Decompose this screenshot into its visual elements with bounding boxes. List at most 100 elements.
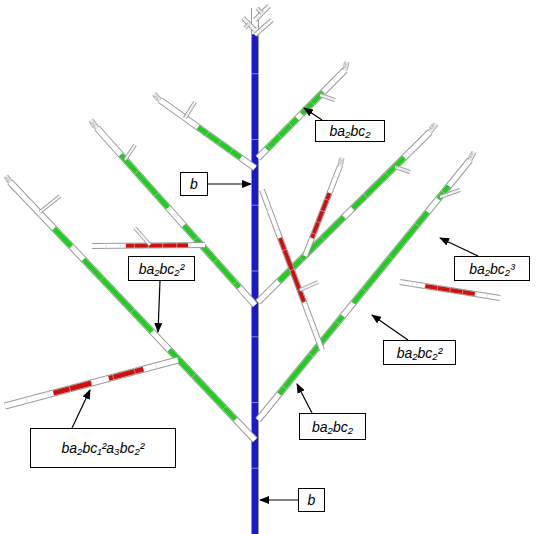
branch-segment — [338, 160, 341, 163]
internode-tick — [430, 125, 432, 128]
internode-tick — [361, 288, 366, 292]
internode-tick — [250, 25, 254, 29]
internode-tick — [333, 176, 339, 178]
internode-tick — [41, 208, 43, 211]
callout-label: ba₂bc₂² — [397, 346, 443, 360]
internode-tick — [258, 9, 261, 12]
internode-tick — [343, 64, 345, 68]
internode-tick — [324, 199, 330, 201]
internode-tick — [130, 150, 133, 152]
branch-outline — [338, 159, 341, 164]
internode-tick — [327, 96, 328, 100]
internode-tick — [132, 146, 135, 148]
internode-tick — [137, 231, 140, 234]
branch-segment — [320, 95, 335, 100]
internode-tick — [313, 282, 315, 286]
internode-tick — [90, 120, 94, 123]
callout-box: ba₂bc₂² — [383, 340, 456, 365]
internode-tick — [469, 153, 471, 157]
internode-tick — [407, 169, 408, 173]
internode-tick — [338, 164, 343, 165]
branch-outline — [160, 100, 255, 168]
internode-tick — [134, 170, 139, 175]
internode-tick — [267, 209, 273, 211]
branch-segment — [185, 102, 195, 118]
internode-tick — [325, 95, 326, 99]
branch-growth-unit — [198, 127, 241, 158]
internode-tick — [243, 18, 247, 22]
internode-tick — [429, 130, 433, 133]
callout-label: ba₂bc₂³ — [469, 262, 515, 276]
internode-tick — [339, 160, 341, 164]
branch-segment — [245, 24, 249, 28]
internode-tick — [91, 380, 93, 387]
internode-tick — [335, 320, 340, 324]
internode-tick — [344, 64, 346, 68]
branch-segment — [258, 132, 430, 302]
internode-tick — [94, 126, 98, 129]
internode-tick — [274, 229, 280, 231]
internode-tick — [241, 157, 245, 163]
branch-segment — [135, 228, 150, 245]
internode-tick — [193, 236, 198, 241]
callout-label: b — [190, 177, 198, 191]
leader-line — [158, 281, 160, 332]
internode-tick — [343, 63, 345, 67]
branch-growth-unit — [353, 212, 427, 303]
internode-tick — [343, 64, 345, 68]
internode-tick — [147, 242, 150, 245]
internode-tick — [139, 233, 142, 236]
internode-tick — [49, 202, 51, 205]
internode-tick — [170, 106, 174, 112]
branch-growth-unit — [280, 238, 304, 302]
internode-tick — [256, 7, 259, 10]
internode-tick — [312, 329, 318, 331]
branch-segment — [40, 196, 60, 212]
branch-outline — [258, 132, 430, 302]
internode-tick — [99, 276, 104, 281]
branch-growth-unit — [252, 34, 258, 534]
internode-tick — [289, 269, 295, 271]
branch-growth-unit — [267, 118, 297, 149]
internode-tick — [264, 24, 267, 28]
callout-label: ba₂bc₁²a₃bc₂² — [62, 441, 145, 455]
branch-outline — [262, 190, 322, 350]
internode-tick — [186, 113, 189, 115]
internode-tick — [191, 105, 194, 107]
internode-tick — [106, 243, 107, 249]
branch-segment — [10, 182, 255, 440]
internode-tick — [332, 79, 337, 84]
internode-tick — [469, 153, 471, 157]
leader-line — [440, 238, 478, 256]
internode-tick — [320, 236, 325, 241]
internode-tick — [452, 191, 453, 195]
internode-tick — [251, 73, 259, 74]
internode-tick — [128, 151, 131, 153]
branch-segment — [243, 18, 255, 30]
leader-line — [260, 499, 298, 500]
internode-tick — [342, 215, 347, 220]
internode-tick — [454, 190, 455, 194]
internode-tick — [213, 258, 218, 263]
internode-tick — [268, 20, 271, 24]
internode-tick — [125, 157, 128, 159]
internode-tick — [424, 283, 426, 289]
internode-tick — [301, 287, 303, 291]
internode-tick — [233, 281, 238, 286]
internode-tick — [288, 123, 293, 128]
leader-line — [297, 384, 312, 413]
internode-tick — [430, 125, 432, 128]
internode-tick — [56, 196, 58, 199]
leader-line — [72, 390, 90, 428]
internode-tick — [345, 64, 347, 68]
internode-tick — [135, 229, 138, 232]
internode-tick — [339, 160, 341, 164]
internode-tick — [343, 68, 348, 69]
callout-box: ba₂bc₂ — [299, 413, 366, 440]
internode-tick — [262, 26, 265, 30]
internode-tick — [299, 112, 304, 117]
branch-outline — [243, 18, 255, 30]
internode-tick — [308, 284, 310, 288]
internode-tick — [402, 168, 403, 172]
internode-tick — [404, 168, 405, 172]
